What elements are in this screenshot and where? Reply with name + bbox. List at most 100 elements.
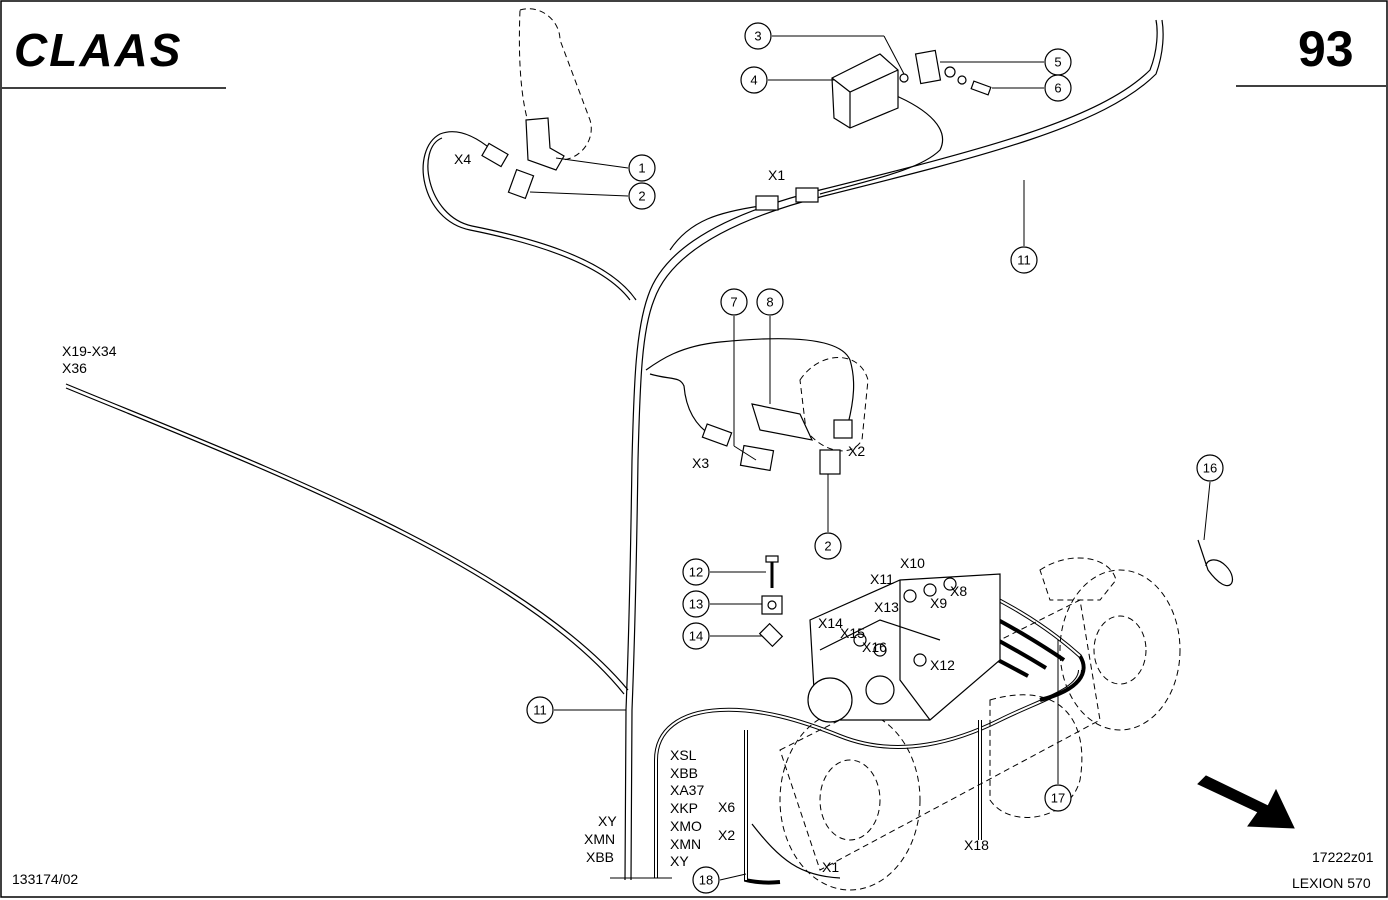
label-x4: X4 — [454, 151, 471, 167]
svg-text:18: 18 — [699, 873, 713, 888]
label-x3: X3 — [692, 455, 709, 471]
label-x13: X13 — [874, 599, 899, 615]
callout-8[interactable]: 8 — [756, 288, 784, 316]
svg-text:16: 16 — [1203, 461, 1217, 476]
harness-left-label-0: XY — [598, 813, 617, 829]
svg-text:11: 11 — [1017, 253, 1031, 268]
washer-part — [899, 73, 909, 83]
connector-x3 — [701, 423, 733, 447]
harness-left-label-2: XBB — [586, 849, 614, 865]
svg-text:7: 7 — [730, 295, 737, 310]
sensor-part-lower — [819, 449, 841, 475]
harness-right-label-3: XKP — [670, 800, 698, 816]
svg-text:2: 2 — [824, 539, 831, 554]
svg-text:1: 1 — [638, 161, 645, 176]
callout-4[interactable]: 4 — [740, 66, 768, 94]
harness-left-label-1: XMN — [584, 831, 615, 847]
callout-7[interactable]: 7 — [720, 288, 748, 316]
callout-17[interactable]: 17 — [1044, 784, 1072, 812]
direction-arrow-icon — [1197, 775, 1295, 829]
svg-text:4: 4 — [750, 73, 757, 88]
svg-text:12: 12 — [689, 565, 703, 580]
cable-x19-x34 — [65, 383, 629, 691]
lever-outline — [799, 357, 869, 452]
sensor-part-7 — [739, 444, 775, 472]
label-x10: X10 — [900, 555, 925, 571]
relay-part — [831, 53, 899, 129]
label-x15: X15 — [840, 625, 865, 641]
svg-text:6: 6 — [1054, 81, 1061, 96]
leader-lines — [529, 35, 1211, 881]
cable-x3-branch — [649, 373, 713, 437]
label-x14: X14 — [818, 615, 843, 631]
doc-number: 133174/02 — [12, 871, 78, 887]
callout-11-upper[interactable]: 11 — [1010, 246, 1038, 274]
cable-x1-to-relay — [819, 93, 944, 195]
harness-right-label-2: XA37 — [670, 782, 704, 798]
label-x36: X36 — [62, 360, 87, 376]
callout-18[interactable]: 18 — [692, 866, 720, 894]
svg-text:11: 11 — [533, 703, 547, 718]
label-x11: X11 — [870, 571, 894, 587]
svg-text:8: 8 — [766, 295, 773, 310]
gasket-part — [758, 622, 784, 648]
harness-right-label-6: XY — [670, 853, 689, 869]
harness-right-label-4: XMO — [670, 818, 702, 834]
steering-arm-outline — [518, 8, 592, 161]
label-x1-bottom: X1 — [822, 859, 839, 875]
label-x18: X18 — [964, 837, 989, 853]
harness-right-label-0: XSL — [670, 747, 697, 763]
callout-12[interactable]: 12 — [682, 558, 710, 586]
callout-16[interactable]: 16 — [1196, 454, 1224, 482]
connector-x4 — [481, 142, 509, 168]
label-x16: X16 — [862, 639, 887, 655]
callout-2-upper[interactable]: 2 — [628, 182, 656, 210]
bracket-part — [525, 117, 565, 171]
label-x1-top: X1 — [768, 167, 785, 183]
harness-right-label-1: XBB — [670, 765, 698, 781]
callout-11-lower[interactable]: 11 — [526, 696, 554, 724]
callout-14[interactable]: 14 — [682, 622, 710, 650]
svg-text:5: 5 — [1054, 55, 1061, 70]
drawing-number: 17222z01 — [1312, 849, 1374, 865]
svg-text:2: 2 — [638, 189, 645, 204]
harness-right-label-5: XMN — [670, 836, 701, 852]
svg-text:17: 17 — [1051, 791, 1065, 806]
label-x19-x34: X19-X34 — [62, 343, 117, 359]
label-x8: X8 — [950, 583, 967, 599]
bracket-part-8 — [751, 403, 814, 441]
model-name: LEXION 570 — [1292, 875, 1371, 891]
label-x9: X9 — [930, 595, 947, 611]
nut-part — [944, 66, 956, 78]
svg-text:13: 13 — [689, 597, 703, 612]
svg-text:3: 3 — [754, 29, 761, 44]
connector-x2 — [833, 419, 853, 439]
svg-text:14: 14 — [689, 629, 703, 644]
callout-1[interactable]: 1 — [628, 154, 656, 182]
callout-3[interactable]: 3 — [744, 22, 772, 50]
connector-x1-a — [755, 195, 779, 211]
bolt-part — [970, 80, 992, 96]
page-number: 93 — [1298, 21, 1354, 77]
connector-x1-b — [795, 187, 819, 203]
label-x6: X6 — [718, 799, 735, 815]
drum-outline — [989, 694, 1083, 818]
sensor-part-upper — [507, 168, 535, 200]
callout-6[interactable]: 6 — [1044, 74, 1072, 102]
label-x12: X12 — [930, 657, 955, 673]
callout-2-lower[interactable]: 2 — [814, 532, 842, 560]
cable-x2-branch — [645, 338, 855, 425]
cable-11 — [624, 19, 1158, 881]
claas-logo: CLAAS — [14, 24, 182, 76]
callout-13[interactable]: 13 — [682, 590, 710, 618]
wheel-hub-right-outline — [1059, 569, 1181, 731]
bracket-plate-part — [914, 49, 942, 85]
wheel-hub-left-outline — [779, 709, 921, 891]
cable-x4-branch — [422, 131, 631, 301]
label-x2-top: X2 — [848, 443, 865, 459]
callout-5[interactable]: 5 — [1044, 48, 1072, 76]
label-x2-bottom: X2 — [718, 827, 735, 843]
